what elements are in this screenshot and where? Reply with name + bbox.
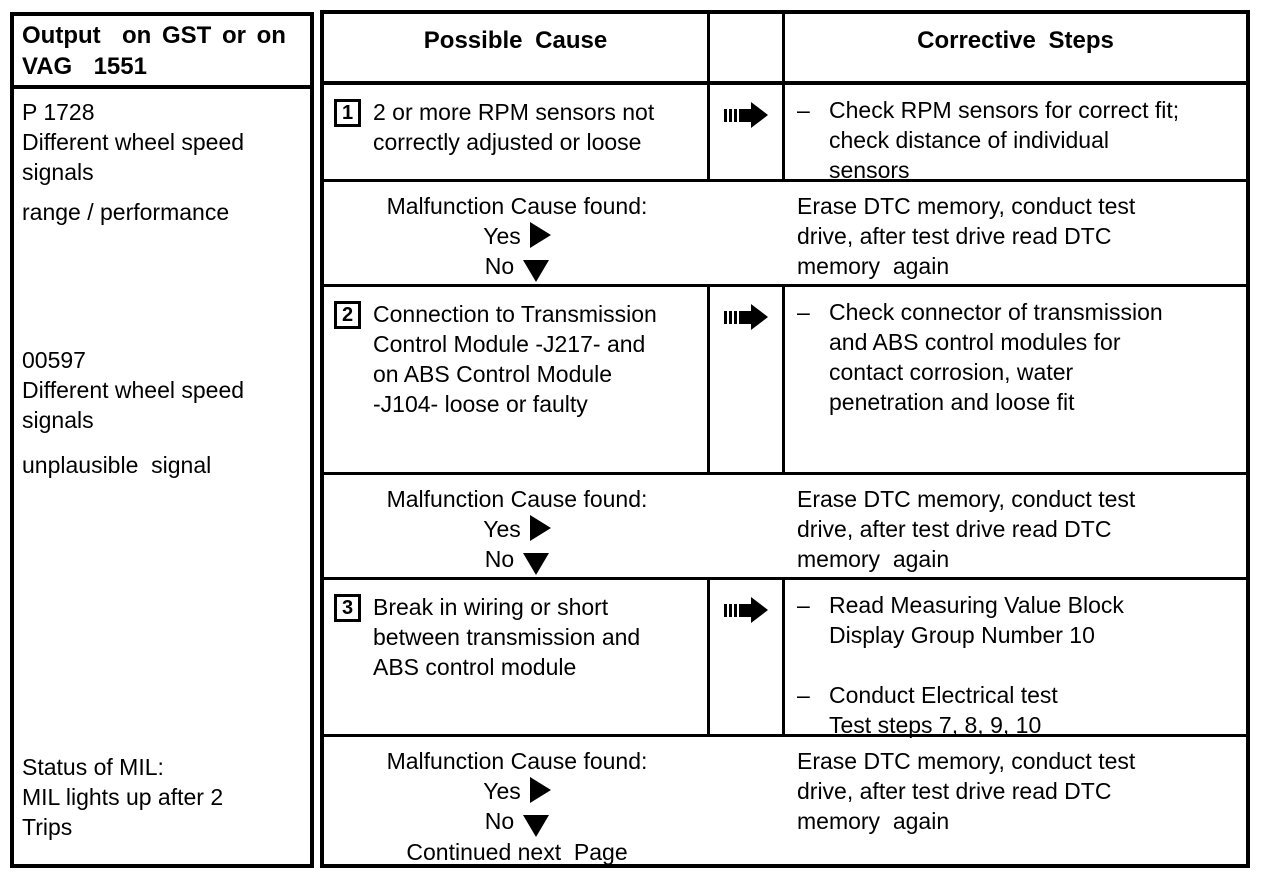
fault-code-1-desc: signals <box>22 159 94 185</box>
fault-code-2-code: 00597 <box>22 347 86 373</box>
diagnostic-table: Possible Cause Corrective Steps 1 2 or m… <box>320 10 1250 868</box>
cause-2-number-box: 2 <box>334 301 361 329</box>
fault-code-1-code: P 1728 <box>22 99 95 125</box>
yes-arrow-icon <box>529 515 551 541</box>
output-header-line: Output on GST or on <box>22 22 286 49</box>
no-arrow-icon <box>523 553 550 575</box>
dash-bullet: – <box>797 682 810 708</box>
corrective-2-cell: – Check connector of transmission and AB… <box>785 287 1246 475</box>
mil-status: Status of MIL: MIL lights up after 2 Tri… <box>22 754 224 840</box>
output-column: Output on GST or on VAG 1551 P 1728 Diff… <box>10 12 314 868</box>
fault-code-1-desc: Different wheel speed <box>22 129 245 155</box>
yes-arrow-icon <box>529 777 551 803</box>
step-arrow-icon <box>724 304 768 330</box>
arrow-cell <box>710 85 785 182</box>
cause-1-number-box: 1 <box>334 99 361 127</box>
continued-note: Continued next Page <box>406 839 628 865</box>
fault-code-2-desc: Different wheel speed <box>22 377 245 403</box>
corrective-steps-header: Corrective Steps <box>785 14 1246 85</box>
output-column-header: Output on GST or on VAG 1551 <box>14 16 310 89</box>
malfunction-action: Erase DTC memory, conduct test drive, af… <box>797 748 1136 834</box>
arrow-cell <box>710 580 785 737</box>
malfunction-question: Malfunction Cause found: Yes No Continue… <box>324 737 710 867</box>
cause-1-cell: 1 2 or more RPM sensors not correctly ad… <box>324 85 710 182</box>
malfunction-row: Malfunction Cause found: Yes No Continue… <box>324 737 1246 867</box>
step-arrow-icon <box>724 597 768 623</box>
output-column-body: P 1728 Different wheel speed signals ran… <box>14 97 310 842</box>
fault-code-2-desc: signals <box>22 407 94 433</box>
cause-3-number-box: 3 <box>334 594 361 622</box>
no-arrow-icon <box>523 815 550 837</box>
fault-code-2: 00597 Different wheel speed signals <box>22 345 304 435</box>
fault-code-1: P 1728 Different wheel speed signals <box>22 97 304 187</box>
arrow-cell <box>710 287 785 475</box>
yes-arrow-icon <box>529 222 551 248</box>
malfunction-row: Malfunction Cause found: Yes No Erase DT… <box>324 475 1246 580</box>
fault-code-2-qualifier: unplausible signal <box>22 452 212 478</box>
no-arrow-icon <box>523 260 550 282</box>
malfunction-question: Malfunction Cause found: Yes No <box>324 475 710 577</box>
malfunction-question: Malfunction Cause found: Yes No <box>324 182 710 284</box>
malfunction-action: Erase DTC memory, conduct test drive, af… <box>797 486 1136 572</box>
output-header-line: VAG 1551 <box>22 53 147 80</box>
malfunction-row: Malfunction Cause found: Yes No Erase DT… <box>324 182 1246 287</box>
cause-3-cell: 3 Break in wiring or short between trans… <box>324 580 710 737</box>
arrow-column-header <box>710 14 785 85</box>
cause-2-cell: 2 Connection to Transmission Control Mod… <box>324 287 710 475</box>
fault-code-1-qualifier: range / performance <box>22 199 230 225</box>
malfunction-action: Erase DTC memory, conduct test drive, af… <box>797 193 1136 279</box>
dash-bullet: – <box>797 592 810 618</box>
corrective-3-cell: – Read Measuring Value Block Display Gro… <box>785 580 1246 738</box>
corrective-1-cell: – Check RPM sensors for correct fit; che… <box>785 85 1246 183</box>
possible-cause-header: Possible Cause <box>324 14 710 85</box>
dash-bullet: – <box>797 299 810 325</box>
step-arrow-icon <box>724 102 768 128</box>
dash-bullet: – <box>797 97 810 123</box>
